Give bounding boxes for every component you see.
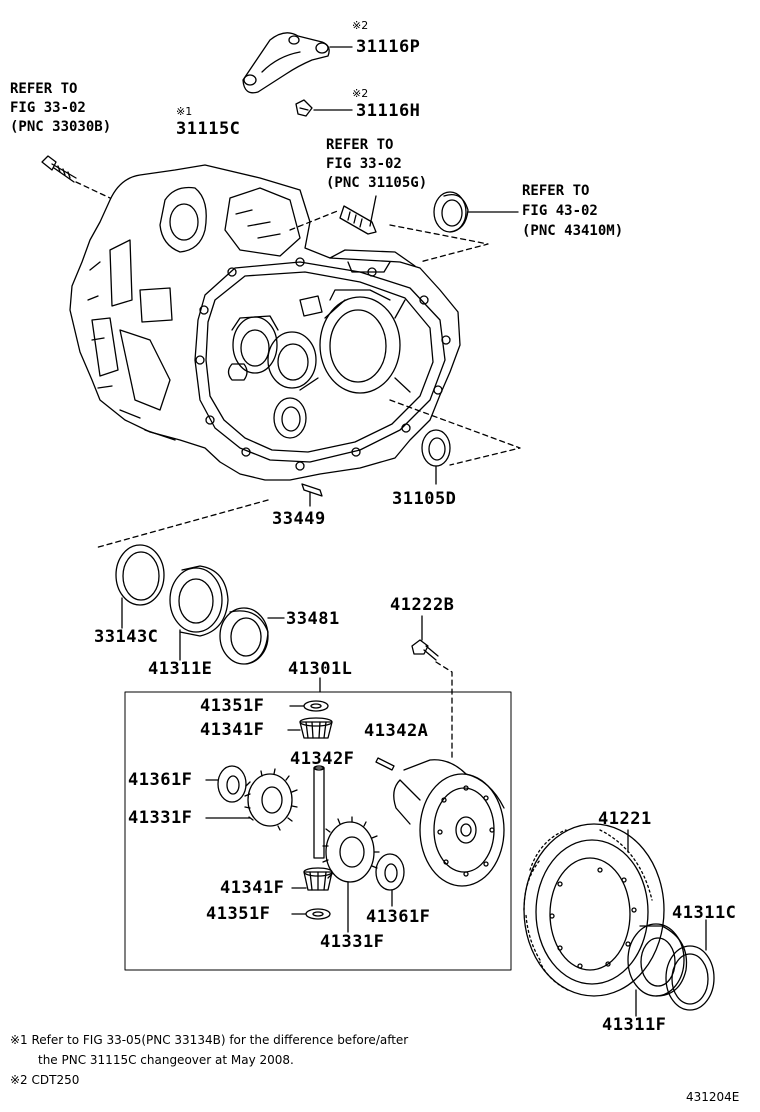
part-label-33449[interactable]: 33449 xyxy=(272,509,326,529)
pin-33449-drawing xyxy=(301,483,323,497)
oil-seal-43410M-drawing xyxy=(433,191,469,233)
dash-31105G xyxy=(289,209,341,231)
footnote-2: ※2 CDT250 xyxy=(10,1073,80,1087)
transaxle-housing-31115C-drawing xyxy=(69,164,461,481)
ref-43410M-line2: FIG 43-02 xyxy=(522,203,598,219)
part-mark-31115C: ※1 xyxy=(176,105,193,118)
part-label-41331F-bottom[interactable]: 41331F xyxy=(320,932,385,952)
stud-31105G-drawing xyxy=(339,195,377,235)
ref-43410M-line3[interactable]: (PNC 43410M) xyxy=(522,223,624,239)
part-label-41342A[interactable]: 41342A xyxy=(364,721,429,741)
shim-33143C-drawing xyxy=(115,544,165,606)
bolt-31116H-drawing xyxy=(295,99,313,117)
part-mark-31116P: ※2 xyxy=(352,19,369,32)
part-label-41341F-top[interactable]: 41341F xyxy=(200,720,265,740)
part-label-41341F-bottom[interactable]: 41341F xyxy=(220,878,285,898)
pinion-41341F-bottom-drawing xyxy=(303,867,333,891)
part-mark-31116H: ※2 xyxy=(352,87,369,100)
part-label-41361F-right[interactable]: 41361F xyxy=(366,907,431,927)
part-label-41351F-bottom[interactable]: 41351F xyxy=(206,904,271,924)
bolt-33030B-drawing xyxy=(41,155,77,183)
cover-plate-31116P-drawing xyxy=(242,32,330,94)
washer-41351F-bottom-drawing xyxy=(305,908,331,920)
part-label-33143C[interactable]: 33143C xyxy=(94,627,159,647)
dash-43410M xyxy=(389,224,489,263)
side-gear-41331F-left-drawing xyxy=(244,768,298,831)
side-gear-41331F-bottom-drawing xyxy=(322,816,380,883)
part-label-41342F[interactable]: 41342F xyxy=(290,749,355,769)
bearing-cup-41311E-drawing xyxy=(169,565,229,637)
differential-case-drawing xyxy=(393,759,505,887)
part-label-41301L[interactable]: 41301L xyxy=(288,659,353,679)
part-label-41311F[interactable]: 41311F xyxy=(602,1015,667,1035)
part-label-31116P[interactable]: 31116P xyxy=(356,37,421,57)
ref-33030B-line1: REFER TO xyxy=(10,81,78,97)
seal-33481-drawing xyxy=(219,607,269,665)
washer-41361F-left-drawing xyxy=(217,765,247,803)
washer-41361F-right-drawing xyxy=(375,853,405,891)
ref-33030B-line3[interactable]: (PNC 33030B) xyxy=(10,119,112,135)
footnote-1-line2: the PNC 31115C changeover at May 2008. xyxy=(38,1053,294,1067)
ref-31105G-line3[interactable]: (PNC 31105G) xyxy=(326,175,428,191)
ring-gear-41221-drawing xyxy=(523,823,665,997)
bolt-41222B-drawing xyxy=(411,615,439,661)
pinion-41341F-top-drawing xyxy=(299,717,333,739)
ref-31105G-line2: FIG 33-02 xyxy=(326,156,402,172)
part-label-41221[interactable]: 41221 xyxy=(598,809,652,829)
dash-bearing-axis xyxy=(94,499,269,549)
washer-41351F-top-drawing xyxy=(303,700,329,712)
pin-41342A-drawing xyxy=(375,757,395,771)
part-label-41351F-top[interactable]: 41351F xyxy=(200,696,265,716)
ref-31105G-line1: REFER TO xyxy=(326,137,394,153)
shaft-41342F-drawing xyxy=(313,765,325,859)
figure-id: 431204E xyxy=(686,1090,740,1104)
part-label-41222B[interactable]: 41222B xyxy=(390,595,455,615)
oil-seal-31105D-drawing xyxy=(421,429,451,467)
part-label-41361F-left[interactable]: 41361F xyxy=(128,770,193,790)
ref-43410M-line1: REFER TO xyxy=(522,183,590,199)
bearing-cup-41311C-drawing xyxy=(665,945,715,1011)
part-label-41331F-left[interactable]: 41331F xyxy=(128,808,193,828)
dash-41222B xyxy=(435,661,453,761)
part-label-31105D[interactable]: 31105D xyxy=(392,489,457,509)
footnote-1-line1: ※1 Refer to FIG 33-05(PNC 33134B) for th… xyxy=(10,1033,409,1047)
part-label-41311E[interactable]: 41311E xyxy=(148,659,213,679)
part-label-31116H[interactable]: 31116H xyxy=(356,101,421,121)
part-label-41311C[interactable]: 41311C xyxy=(672,903,737,923)
part-label-33481[interactable]: 33481 xyxy=(286,609,340,629)
diff-kit-box-41301L xyxy=(124,691,512,971)
ref-33030B-line2: FIG 33-02 xyxy=(10,100,86,116)
part-label-31115C[interactable]: 31115C xyxy=(176,119,241,139)
dash-31105D xyxy=(389,399,521,466)
dash-bolt-33030B xyxy=(75,181,111,199)
